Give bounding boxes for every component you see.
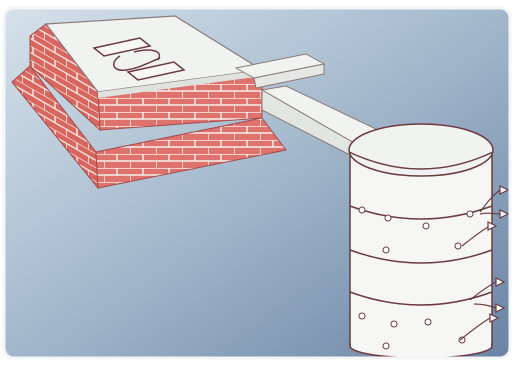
leach-pit	[349, 124, 493, 358]
